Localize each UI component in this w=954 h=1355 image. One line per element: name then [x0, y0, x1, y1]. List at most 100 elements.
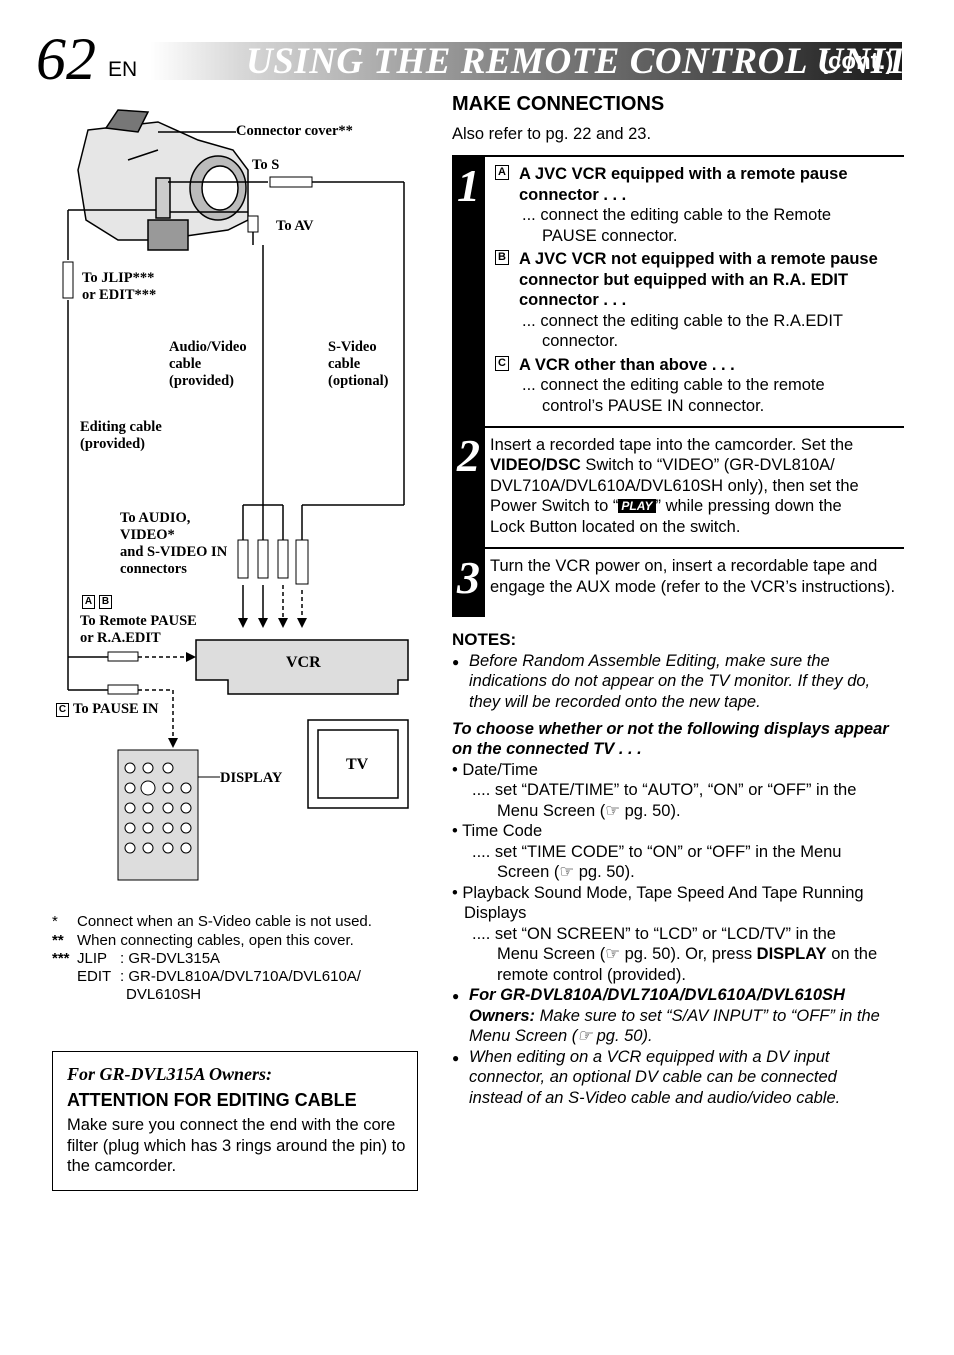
date-time-head: Date/Time [462, 761, 538, 779]
label-or-edit: or EDIT*** [82, 287, 157, 303]
step-1a-head-1: A JVC VCR equipped with a remote pause [519, 165, 848, 183]
label-editing-cable-1: Editing cable [80, 419, 162, 435]
playback-head-2: Displays [464, 904, 527, 922]
step-2-line-2: VIDEO/DSC Switch to “VIDEO” (GR-DVL810A/ [490, 455, 835, 476]
label-to-audio-4: connectors [120, 561, 187, 577]
note-1-line-1: Before Random Assemble Editing, make sur… [469, 652, 830, 670]
footnote-2-text: When connecting cables, open this cover. [77, 932, 354, 949]
step-2-line-5: Lock Button located on the switch. [490, 518, 741, 536]
label-to-s: To S [252, 157, 280, 173]
label-pause-in: C To PAUSE IN [56, 701, 158, 718]
display-label: DISPLAY [756, 945, 827, 963]
step-1c-head: A VCR other than above . . . [519, 356, 735, 374]
letter-c-box: C [56, 703, 69, 717]
step-rule-top [485, 155, 904, 157]
label-svideo-3: (optional) [328, 373, 389, 389]
step-1c-letter: C [495, 356, 509, 371]
step-1b-body-1: ... connect the editing cable to the R.A… [522, 312, 844, 330]
footnote-3-edit-value-2: DVL610SH [126, 986, 202, 1003]
step-1c-body-1: ... connect the editing cable to the rem… [522, 376, 825, 394]
play-badge: PLAY [618, 499, 656, 513]
label-av-cable-2: cable [169, 356, 202, 372]
label-tv: TV [346, 756, 369, 773]
label-remote-pause-1: To Remote PAUSE [80, 613, 197, 629]
footnote-2-mark: ** [52, 932, 64, 949]
playback-line-2: Menu Screen (☞ pg. 50). Or, press DISPLA… [497, 944, 877, 965]
step-2-line-1: Insert a recorded tape into the camcorde… [490, 436, 854, 454]
page-title-suffix: (cont.) [820, 48, 894, 75]
page-title: USING THE REMOTE CONTROL UNIT [246, 41, 909, 82]
letter-a-box: A [82, 595, 95, 609]
date-time-line-2: Menu Screen (☞ pg. 50). [497, 802, 681, 820]
step-rule-3 [485, 547, 904, 549]
time-code-item: • Time Code [452, 822, 543, 840]
playback-line-2-a: Menu Screen (☞ pg. 50). Or, press [497, 945, 757, 963]
label-to-audio-3: and S-VIDEO IN [120, 544, 228, 560]
footnote-3-mark: *** [52, 950, 70, 967]
note-2-line-1: For GR-DVL810A/DVL710A/DVL610A/DVL610SH [469, 986, 845, 1004]
label-vcr: VCR [286, 654, 321, 671]
step-3-line-2: engage the AUX mode (refer to the VCR’s … [490, 578, 896, 596]
step-2-line-2-rest: Switch to “VIDEO” (GR-DVL810A/ [580, 456, 835, 474]
label-to-jlip: To JLIP*** [82, 270, 155, 286]
label-pause-in-text: To PAUSE IN [73, 701, 159, 717]
label-to-audio-1: To AUDIO, [120, 510, 191, 526]
step-1b-letter: B [495, 250, 509, 265]
camcorder-illustration [77, 109, 249, 251]
label-editing-cable-2: (provided) [80, 436, 145, 452]
label-to-av: To AV [276, 218, 314, 234]
step-2-line-4: Power Switch to “PLAY” while pressing do… [490, 496, 842, 517]
footnote-1-mark: * [52, 913, 58, 930]
step-2-number: 2 [457, 430, 480, 481]
label-display: DISPLAY [220, 770, 283, 786]
label-remote-pause-2: or R.A.EDIT [80, 630, 161, 646]
step-3-number: 3 [457, 552, 480, 603]
language-code: EN [108, 58, 138, 81]
time-code-line-1: .... set “TIME CODE” to “ON” or “OFF” in… [472, 843, 842, 861]
step-1a-letter: A [495, 165, 509, 180]
time-code-line-2: Screen (☞ pg. 50). [497, 863, 635, 881]
step-2-line-3: DVL710A/DVL610A/DVL610SH only), then set… [490, 477, 859, 495]
playback-line-3: remote control (provided). [497, 966, 686, 984]
note-3-line-2: connector, an optional DV cable can be c… [469, 1068, 837, 1086]
label-svideo-2: cable [328, 356, 361, 372]
diagram-art [62, 109, 409, 881]
note-3-line-3: instead of an S-Video cable and audio/vi… [469, 1089, 841, 1107]
section-heading: MAKE CONNECTIONS [452, 93, 665, 115]
label-to-audio-2: VIDEO* [120, 527, 175, 543]
note-3-bullet: ● [452, 1051, 460, 1065]
label-av-cable-1: Audio/Video [169, 339, 247, 355]
step-2-line-4-b: ” while pressing down the [655, 497, 842, 515]
remote-illustration [117, 749, 220, 881]
label-connector-cover: Connector cover** [236, 123, 353, 139]
playback-line-1: .... set “ON SCREEN” to “LCD” or “LCD/TV… [472, 925, 836, 943]
step-1a-head-2: connector . . . [519, 186, 627, 204]
footnote-3-edit: EDIT [77, 968, 112, 985]
step-1c-body-2: control’s PAUSE IN connector. [542, 397, 765, 415]
title-bar [150, 42, 902, 80]
note-2-owners: Owners: [469, 1007, 536, 1025]
playback-head-1: Playback Sound Mode, Tape Speed And Tape… [462, 884, 864, 902]
playback-item: • Playback Sound Mode, Tape Speed And Ta… [452, 884, 864, 902]
playback-line-2-b: on the [826, 945, 878, 963]
step-1a-body-2: PAUSE connector. [542, 227, 678, 245]
step-1a-body-1: ... connect the editing cable to the Rem… [522, 206, 832, 224]
step-1b-head-1: A JVC VCR not equipped with a remote pau… [519, 250, 878, 268]
footnote-3-jlip-value: : GR-DVL315A [120, 950, 221, 967]
section-reference: Also refer to pg. 22 and 23. [452, 125, 652, 143]
attention-body: Make sure you connect the end with the c… [67, 1116, 406, 1175]
vcr-illustration [195, 639, 409, 695]
letter-b-box: B [99, 595, 112, 609]
label-svideo-1: S-Video [328, 339, 377, 355]
footnote-1-text: Connect when an S-Video cable is not use… [77, 913, 372, 930]
step-rule-2 [485, 426, 904, 428]
note-3-line-1: When editing on a VCR equipped with a DV… [469, 1048, 830, 1066]
step-1b-head-2: connector but equipped with an R.A. EDIT [519, 271, 849, 289]
attention-box [52, 1051, 418, 1191]
step-bar [452, 155, 485, 617]
step-1b-head-3: connector . . . [519, 291, 627, 309]
note-1-line-3: they will be recorded onto the new tape. [469, 693, 761, 711]
choose-displays-2: on the connected TV . . . [452, 740, 642, 758]
footnote-3-edit-value: : GR-DVL810A/DVL710A/DVL610A/ [120, 968, 361, 985]
